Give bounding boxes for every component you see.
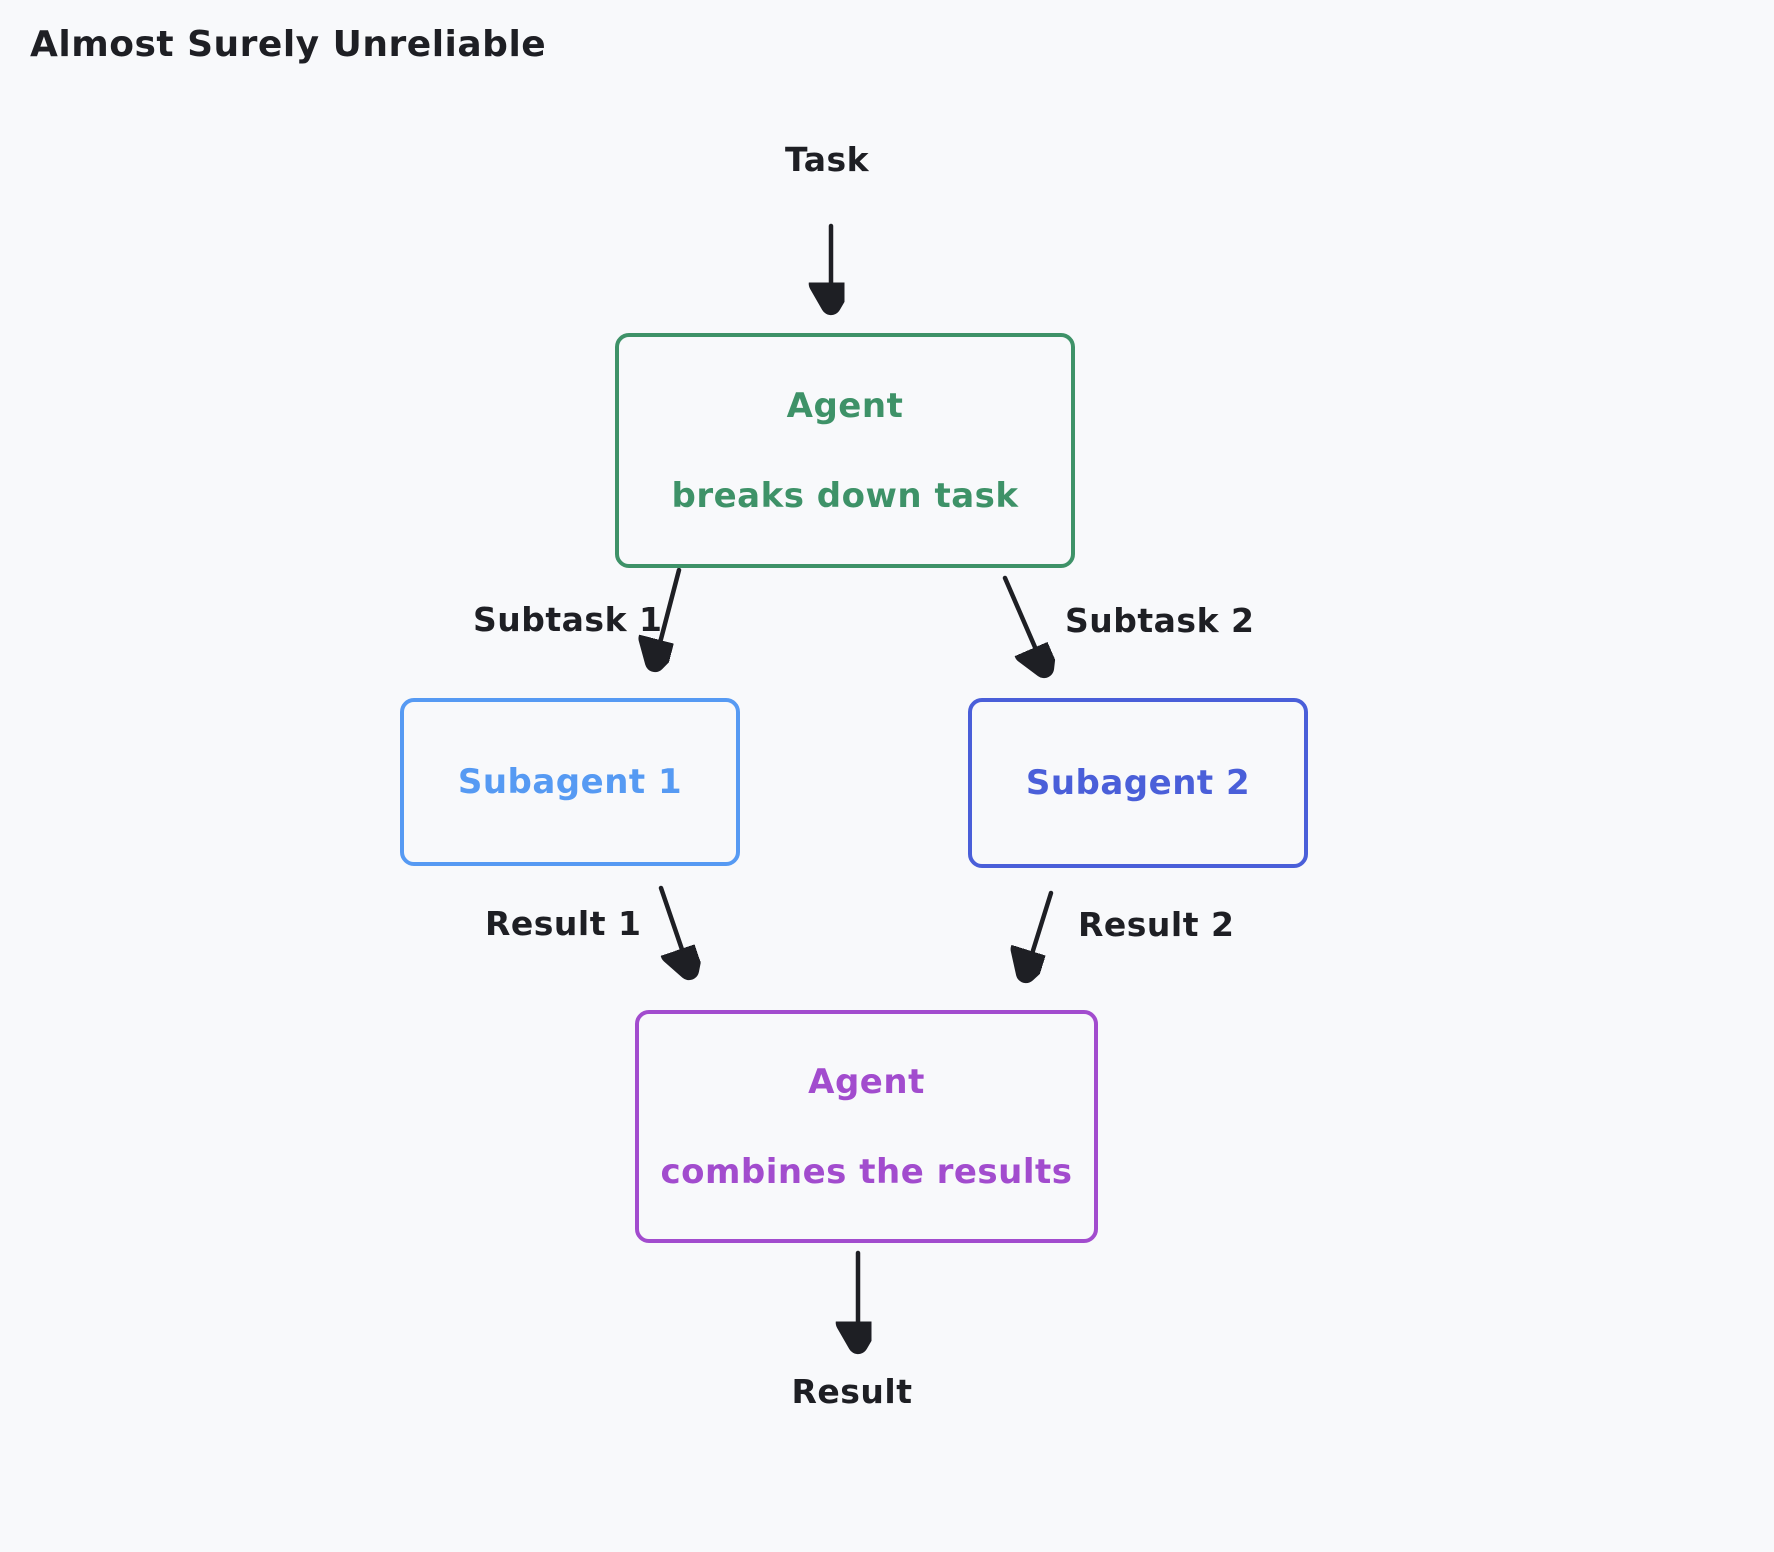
agent-breakdown-box: Agent breaks down task <box>615 333 1075 568</box>
subagent1-box-label: Subagent 1 <box>457 762 683 802</box>
subtask1-label: Subtask 1 <box>473 600 663 639</box>
arrow-subagent2-to-combiner <box>1026 890 1054 973</box>
subagent1-box: Subagent 1 <box>400 698 740 866</box>
task-label: Task <box>784 140 870 179</box>
subagent2-box: Subagent 2 <box>968 698 1308 868</box>
subagent2-box-label: Subagent 2 <box>1025 763 1251 803</box>
agent-combiner-box: Agent combines the results <box>635 1010 1098 1243</box>
result1-label: Result 1 <box>485 904 642 943</box>
page-title: Almost Surely Unreliable <box>30 24 547 65</box>
result2-label: Result 2 <box>1078 905 1235 944</box>
agent-breakdown-box-title: Agent <box>786 385 904 426</box>
arrow-agent-to-subagent2 <box>1002 575 1044 668</box>
agent-combiner-box-title: Agent <box>808 1061 925 1102</box>
agent-breakdown-box-subtitle: breaks down task <box>671 475 1019 516</box>
subtask2-label: Subtask 2 <box>1065 601 1255 640</box>
arrow-subagent1-to-combiner <box>658 885 689 970</box>
agent-combiner-box-subtitle: combines the results <box>660 1151 1073 1192</box>
result-label: Result <box>791 1372 913 1411</box>
